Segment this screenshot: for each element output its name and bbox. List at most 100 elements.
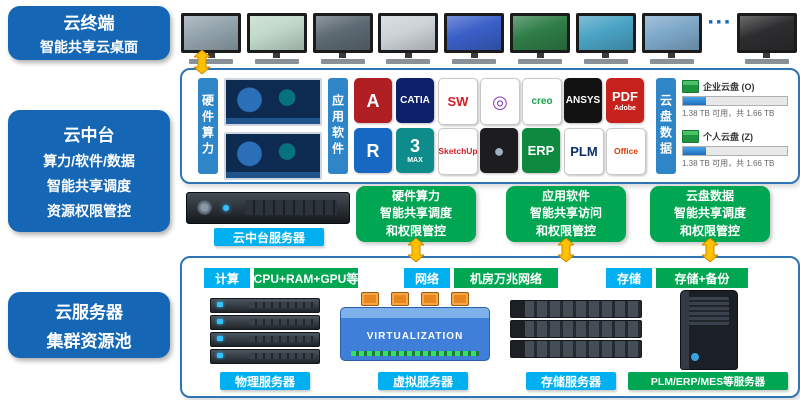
storage-servers-image	[510, 300, 642, 360]
cloud-terminal-box: 云终端 智能共享云桌面	[8, 6, 170, 60]
bidirectional-arrow	[408, 238, 424, 262]
monitor-stand	[668, 53, 676, 58]
tower-server-image	[680, 290, 738, 370]
drive-icon	[682, 80, 699, 93]
monitor-keyboard	[452, 59, 497, 64]
photo-editor-screen	[736, 13, 797, 53]
monitor-stand	[273, 53, 281, 58]
drive-name: 个人云盘 (Z)	[703, 132, 753, 142]
cloud-platform-box: 云中台 算力/软件/数据 智能共享调度 资源权限管控	[8, 110, 170, 232]
building-render-screen	[246, 13, 307, 53]
desktop-simulation-rainbow	[444, 13, 505, 64]
compute-tag: 计算	[204, 268, 250, 288]
hardware-scheduling-box: 硬件算力 智能共享调度 和权限管控	[356, 186, 476, 242]
drive-bar-fill	[683, 97, 706, 105]
cloud-terminal-title: 云终端	[63, 14, 115, 33]
greenbox-line: 应用软件	[541, 188, 590, 203]
rack-unit	[210, 349, 320, 364]
desktop-cad-gear	[378, 13, 439, 64]
virtual-server-label: 虚拟服务器	[378, 372, 468, 390]
desktop-turbine-model	[575, 13, 636, 64]
drive-enterprise: 企业云盘 (O) 1.38 TB 可用，共 1.66 TB	[682, 80, 788, 124]
cinema4d-icon: ●	[480, 128, 518, 173]
application-software-strip: 应用软件	[328, 78, 348, 174]
desktop-pcb-board	[510, 13, 571, 64]
monitor-stand	[602, 53, 610, 58]
nas-unit	[510, 340, 642, 358]
monitor-stand	[763, 53, 771, 58]
cloud-drives: 企业云盘 (O) 1.38 TB 可用，共 1.66 TB 个人云盘 (Z) 1…	[682, 80, 788, 180]
sketchup-icon: SketchUp	[438, 128, 478, 175]
dashboard-thumbnail-1	[224, 78, 322, 126]
drive-bar-fill	[683, 147, 706, 155]
revit-icon: R	[354, 128, 392, 173]
drive-detail: 1.38 TB 可用，共 1.66 TB	[682, 159, 775, 168]
desktop-terrain-map	[641, 13, 702, 64]
desktop-machine-photo	[312, 13, 373, 64]
network-desc: 机房万兆网络	[454, 268, 558, 288]
clouddisk-scheduling-box: 云盘数据 智能共享调度 和权限管控	[650, 186, 770, 242]
desktop-row: ■ ■ ■	[181, 4, 797, 64]
physical-servers-image	[210, 298, 320, 366]
cloud-platform-title: 云中台	[63, 126, 115, 145]
cad-gear-screen	[378, 13, 439, 53]
catia-icon: CATIA	[396, 78, 434, 123]
drive-icon	[682, 130, 699, 143]
server-pool-panel: 计算 CPU+RAM+GPU等 网络 机房万兆网络 存储 存储+备份 VIRTU…	[180, 256, 800, 398]
monitor-keyboard	[583, 59, 628, 64]
desktop-office-scene	[181, 13, 241, 64]
office-icon: Office	[606, 128, 646, 175]
server-pool-box: 云服务器 集群资源池	[8, 292, 170, 358]
bidirectional-arrow	[558, 238, 574, 262]
storage-server-label: 存储服务器	[526, 372, 616, 390]
machine-photo-screen	[312, 13, 373, 53]
greenbox-line: 硬件算力	[391, 188, 440, 203]
physical-server-label: 物理服务器	[220, 372, 310, 390]
server-pool-title: 云服务器	[55, 303, 123, 322]
greenbox-line: 智能共享访问	[529, 206, 602, 221]
server-pool-subtitle: 集群资源池	[46, 332, 132, 351]
monitor-keyboard	[254, 59, 299, 64]
hardware-power-strip: 硬件算力	[198, 78, 218, 174]
monitor-stand	[339, 53, 347, 58]
turbine-model-screen	[575, 13, 636, 53]
bidirectional-arrow	[702, 238, 718, 262]
office-scene-screen	[181, 13, 241, 53]
pcb-board-screen	[510, 13, 571, 53]
cpu-chips	[340, 292, 490, 306]
cloud-platform-line: 智能共享调度	[47, 178, 131, 194]
drive-personal: 个人云盘 (Z) 1.38 TB 可用，共 1.66 TB	[682, 130, 788, 174]
creo-icon: creo	[522, 78, 562, 125]
greenbox-line: 智能共享调度	[673, 206, 746, 221]
dashboard-thumbnail-2	[224, 132, 322, 180]
desktop-building-render	[246, 13, 307, 64]
plm-icon: PLM	[564, 128, 604, 175]
led-strip	[351, 351, 479, 356]
rack-unit	[210, 332, 320, 347]
cloud-terminal-subtitle: 智能共享云桌面	[40, 39, 138, 55]
nas-unit	[510, 300, 642, 318]
cloud-disk-strip: 云盘数据	[656, 78, 676, 174]
monitor-keyboard	[649, 59, 694, 64]
terrain-map-screen	[641, 13, 702, 53]
greenbox-line: 和权限管控	[385, 223, 446, 238]
virtualization-server-image: VIRTUALIZATION	[340, 292, 490, 361]
ansys-icon: ANSYS	[564, 78, 602, 123]
erp-icon: ERP	[522, 128, 560, 173]
desktop-photo-editor	[736, 13, 797, 64]
virtualization-label: VIRTUALIZATION	[366, 330, 464, 342]
monitor-keyboard	[518, 59, 563, 64]
monitor-stand	[207, 53, 215, 58]
monitor-keyboard	[744, 59, 789, 64]
simulation-rainbow-screen	[444, 13, 505, 53]
chip-icon	[361, 292, 379, 306]
rack-unit	[210, 315, 320, 330]
cloud-platform-line: 算力/软件/数据	[43, 153, 135, 169]
monitor-keyboard	[320, 59, 365, 64]
monitor-stand	[404, 53, 412, 58]
monitoring-thumbnails	[224, 78, 322, 186]
